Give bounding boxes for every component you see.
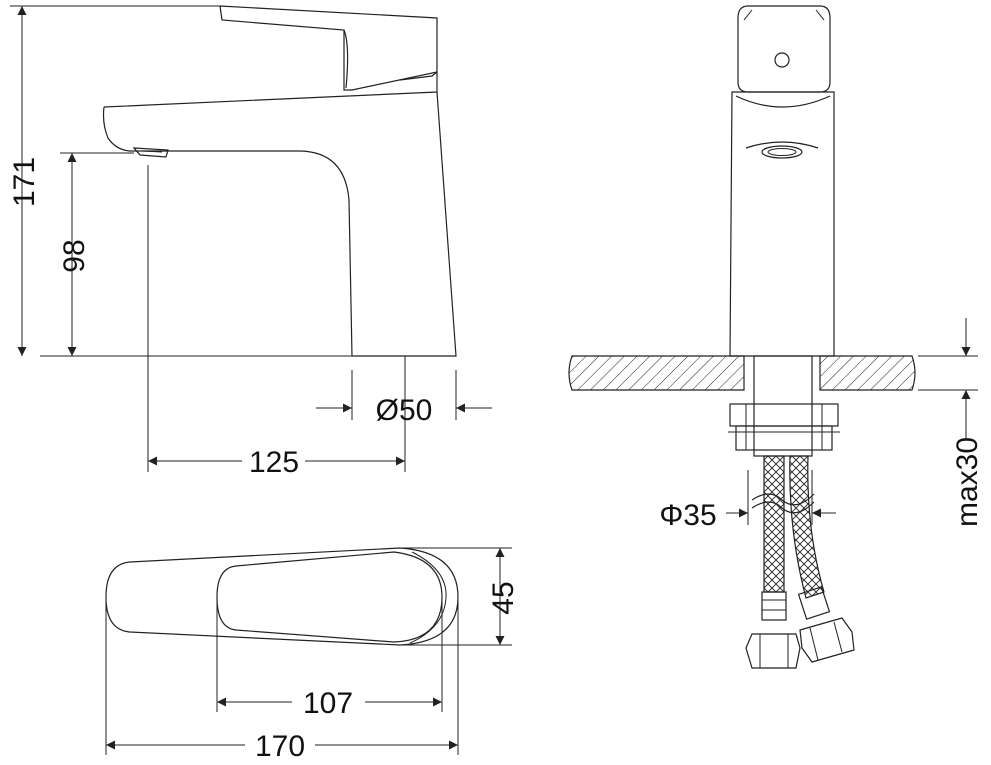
top-view: 45 107 170 [105, 547, 520, 763]
front-hose-right [789, 455, 825, 599]
dim-base-diameter: Ø50 [376, 394, 433, 427]
top-lever [216, 551, 443, 643]
dim-height-spout: 98 [58, 239, 91, 272]
dim-height-total: 171 [8, 157, 41, 207]
front-handle-cap [737, 5, 831, 93]
front-hex-nut-left [745, 633, 801, 669]
front-hex-nut-right [799, 617, 855, 663]
front-aerator [761, 145, 803, 159]
dim-hole-diameter: Φ35 [659, 499, 716, 532]
front-handle-hole [774, 52, 790, 68]
dim-reach: 125 [249, 446, 299, 479]
side-aerator [132, 147, 169, 158]
front-body [729, 91, 835, 357]
front-view: Φ35 max30 [568, 5, 984, 669]
dim-top-width: 45 [487, 581, 520, 614]
side-lever-handle [219, 5, 438, 91]
side-spout [103, 72, 438, 108]
dim-lever-length: 107 [303, 687, 353, 720]
front-hose-left [763, 455, 785, 593]
top-body-outline [105, 547, 459, 646]
side-view: 171 98 125 Ø50 [8, 5, 492, 479]
counter-top-left [568, 355, 745, 391]
counter-top-right [819, 355, 916, 391]
front-shank [753, 355, 813, 457]
dim-deck-max: max30 [951, 437, 984, 527]
dim-total-length: 170 [255, 730, 305, 763]
